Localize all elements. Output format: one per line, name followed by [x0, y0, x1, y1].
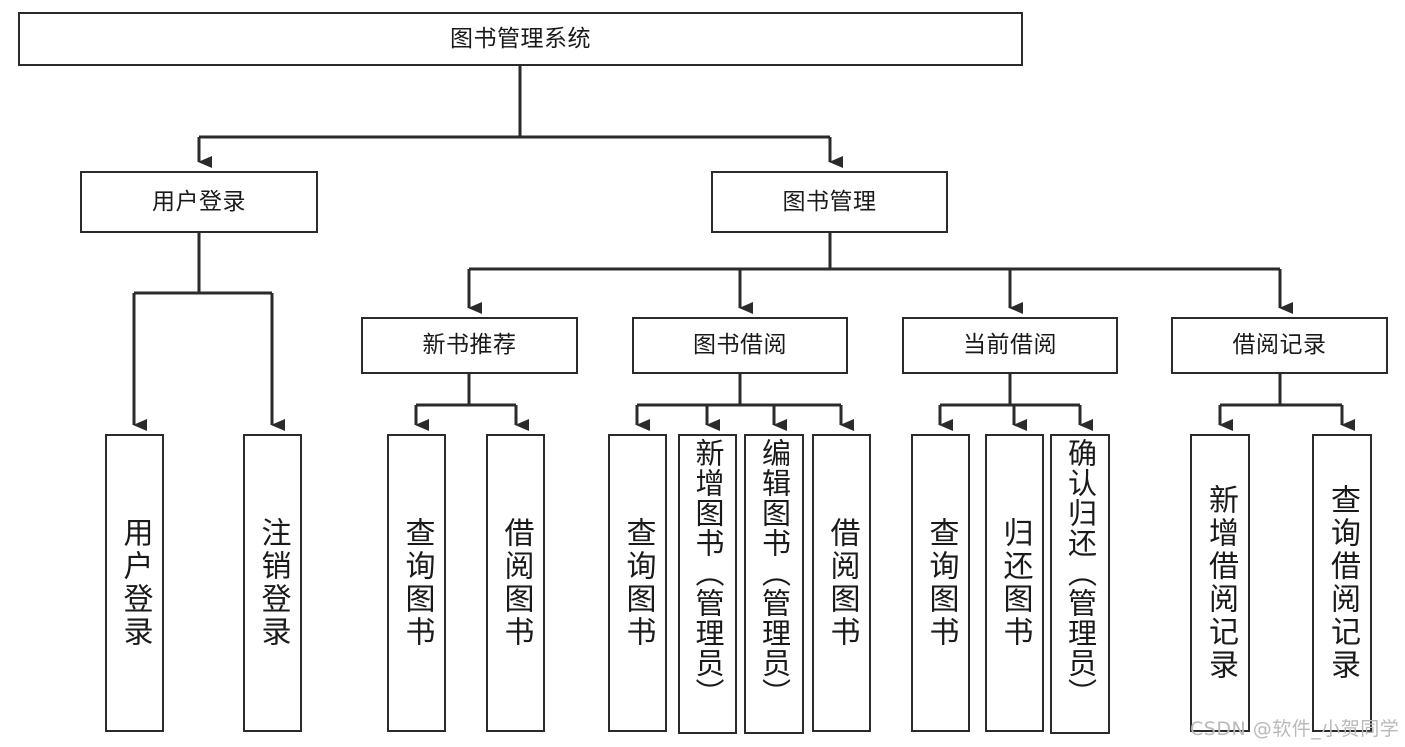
leaf-node[interactable]: 查询图书 [387, 434, 446, 732]
leaf-node-label: 新增图书（管理员） [691, 438, 725, 708]
leaf-node-label: 查询图书 [399, 517, 435, 649]
leaf-node[interactable]: 查询图书 [608, 434, 667, 732]
leaf-node-label: 编辑图书（管理员） [757, 438, 792, 708]
leaf-node[interactable]: 新增图书（管理员） [678, 434, 737, 734]
leaf-node[interactable]: 确认归还（管理员） [1050, 434, 1110, 734]
leaf-node[interactable]: 查询图书 [911, 434, 970, 732]
node-book-management[interactable]: 图书管理 [711, 171, 948, 233]
leaf-node-label: 查询图书 [923, 517, 959, 649]
leaf-node[interactable]: 借阅图书 [812, 434, 871, 732]
leaf-node-label: 注销登录 [255, 517, 291, 649]
leaf-node-label: 查询图书 [620, 517, 656, 649]
node-book-borrow[interactable]: 图书借阅 [632, 317, 848, 374]
node-book-management-label: 图书管理 [782, 188, 877, 215]
node-current-borrow[interactable]: 当前借阅 [902, 317, 1118, 374]
node-user-login-label: 用户登录 [152, 188, 246, 215]
node-borrow-records[interactable]: 借阅记录 [1171, 317, 1388, 374]
node-user-login[interactable]: 用户登录 [80, 171, 318, 233]
leaf-node-label: 用户登录 [117, 517, 153, 649]
leaf-node-label: 查询借阅记录 [1325, 484, 1360, 682]
node-new-book-recommend-label: 新书推荐 [422, 332, 517, 359]
node-borrow-records-label: 借阅记录 [1232, 332, 1327, 359]
leaf-node[interactable]: 用户登录 [105, 434, 164, 732]
leaf-node[interactable]: 编辑图书（管理员） [744, 434, 804, 734]
node-book-borrow-label: 图书借阅 [693, 332, 787, 359]
leaf-node[interactable]: 注销登录 [243, 434, 302, 732]
leaf-node[interactable]: 新增借阅记录 [1190, 434, 1250, 732]
leaf-node[interactable]: 查询借阅记录 [1312, 434, 1372, 732]
node-current-borrow-label: 当前借阅 [963, 332, 1057, 359]
leaf-node-label: 借阅图书 [824, 517, 860, 649]
node-root-label: 图书管理系统 [450, 25, 591, 52]
leaf-node[interactable]: 归还图书 [985, 434, 1044, 732]
node-new-book-recommend[interactable]: 新书推荐 [361, 317, 578, 374]
csdn-watermark: CSDN @软件_小贺同学 [1190, 718, 1400, 740]
node-root[interactable]: 图书管理系统 [18, 12, 1023, 66]
leaf-node-label: 新增借阅记录 [1203, 484, 1238, 682]
leaf-node-label: 借阅图书 [498, 517, 534, 649]
leaf-node[interactable]: 借阅图书 [486, 434, 545, 732]
leaf-node-label: 确认归还（管理员） [1063, 438, 1098, 708]
leaf-node-label: 归还图书 [997, 517, 1033, 649]
